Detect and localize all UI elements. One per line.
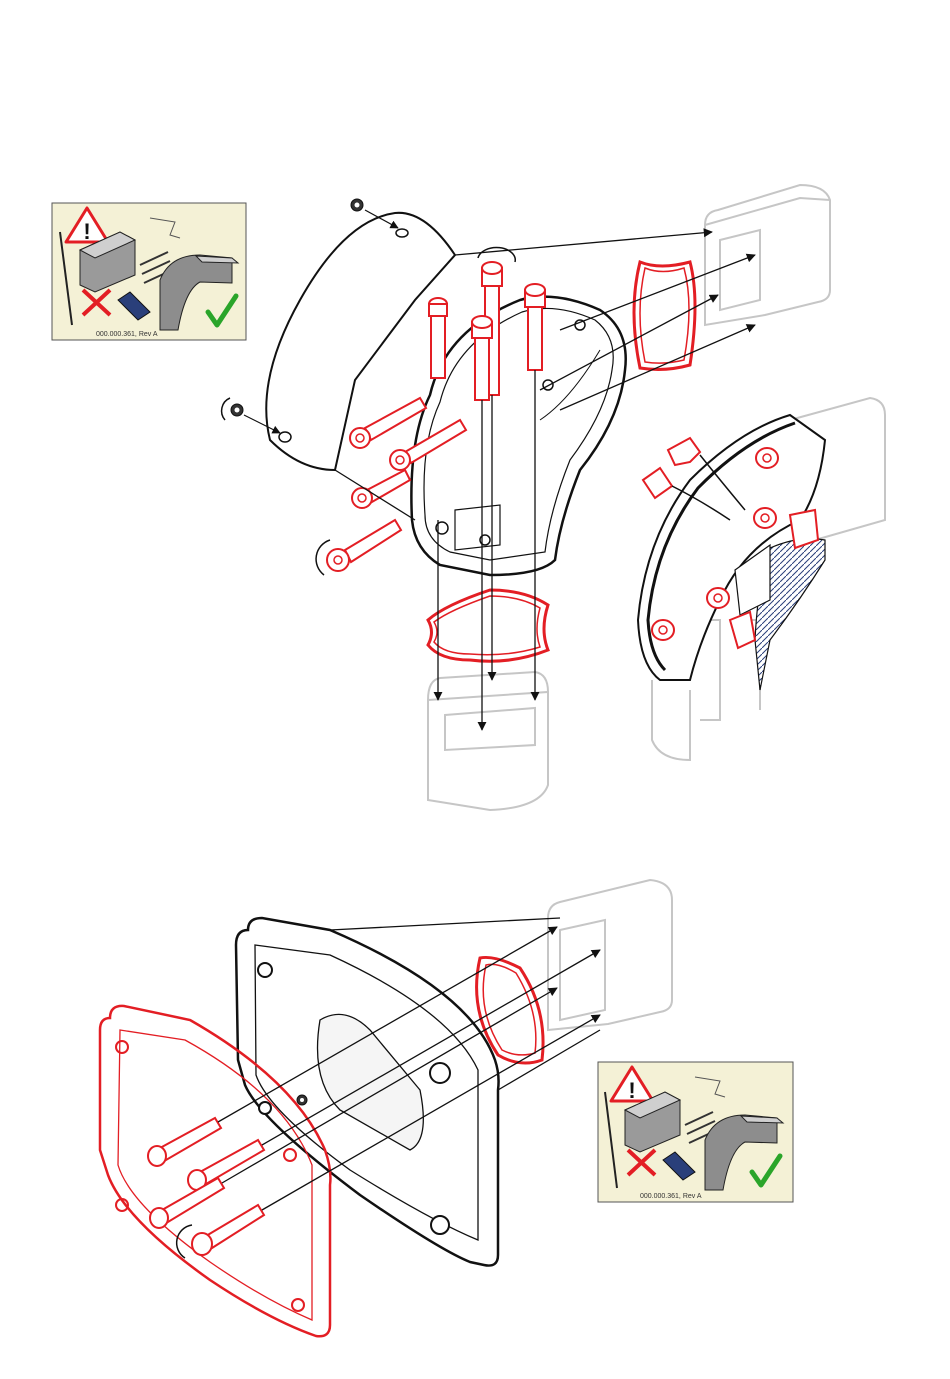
svg-text:!: ! — [83, 219, 90, 244]
extrusion-profile-bottom — [428, 672, 548, 810]
flange-bolts — [148, 1118, 264, 1258]
extrusion-profile-flange — [548, 880, 672, 1030]
flange-plate-assembly — [100, 880, 672, 1336]
vertical-bolt-1 — [429, 298, 447, 378]
flange-bolt-3 — [150, 1178, 224, 1228]
compatibility-inset-top: ! 000.000.361, Rev A — [52, 203, 246, 340]
extrusion-profile-top — [705, 185, 830, 325]
horizontal-bolt-4 — [316, 520, 401, 575]
svg-text:!: ! — [628, 1078, 635, 1103]
elbow-joint-cutaway — [638, 398, 885, 760]
flange-bolt-4 — [177, 1205, 264, 1258]
horizontal-bolt-3 — [352, 470, 410, 508]
seal-ring-bottom — [428, 590, 548, 661]
vertical-bolt-4 — [525, 284, 545, 370]
flange-plate — [236, 918, 499, 1266]
cutaway-bolt-3 — [707, 588, 729, 608]
flange-bolt-1 — [148, 1118, 221, 1166]
inset-part-number: 000.000.361, Rev A — [640, 1193, 702, 1200]
vertical-bolt-3 — [472, 316, 492, 400]
seal-ring-right — [634, 262, 695, 369]
compatibility-inset-bottom: ! 000.000.361, Rev A — [598, 1062, 793, 1202]
inset-part-number: 000.000.361, Rev A — [96, 331, 158, 338]
cutaway-bolt-1 — [756, 448, 778, 468]
